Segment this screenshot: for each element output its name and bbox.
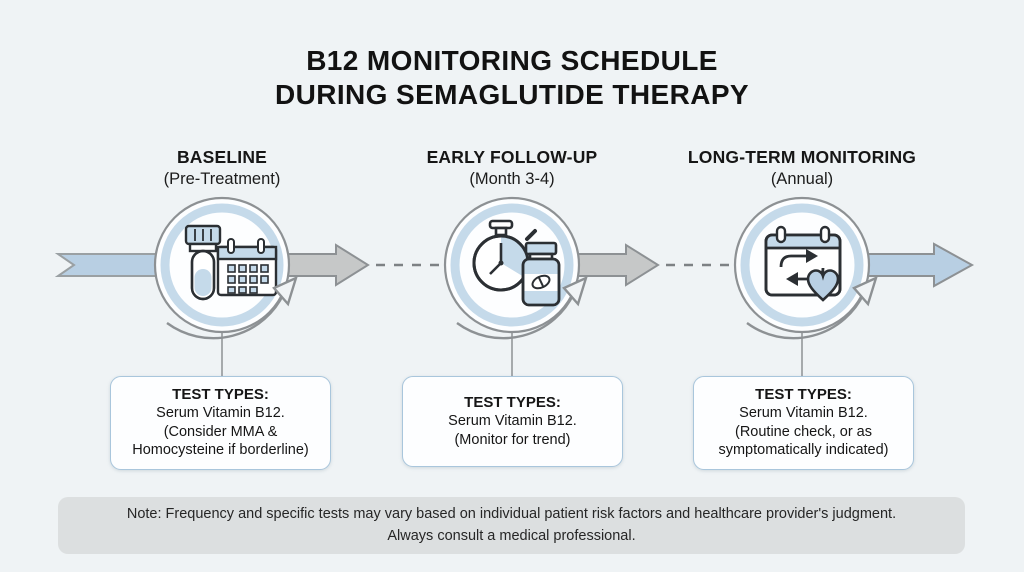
- disclaimer-line2: Always consult a medical professional.: [387, 527, 636, 544]
- blood-sample-calendar-icon: [184, 224, 278, 301]
- stage-node-long-term: [733, 196, 871, 334]
- timeline-start-ribbon: [54, 253, 159, 277]
- test-box-line: Serum Vitamin B12.: [739, 405, 868, 422]
- test-box-early-follow-up: TEST TYPES: Serum Vitamin B12. (Monitor …: [402, 376, 623, 467]
- test-box-line: (Consider MMA &: [163, 423, 278, 440]
- stage-label: LONG-TERM MONITORING: [687, 147, 917, 167]
- test-box-long-term: TEST TYPES: Serum Vitamin B12. (Routine …: [693, 376, 914, 470]
- timeline-graphic: [54, 196, 975, 376]
- stage-header-early-follow-up: EARLY FOLLOW-UP (Month 3-4): [362, 147, 662, 189]
- cycle-arrowheads: [166, 275, 878, 340]
- test-box-heading: TEST TYPES:: [464, 394, 561, 412]
- recurring-calendar-heart-icon: [764, 225, 842, 302]
- stage-node-baseline: [153, 196, 291, 334]
- stage-node-early-follow-up: [443, 196, 581, 334]
- stage-header-baseline: BASELINE (Pre-Treatment): [72, 147, 372, 189]
- test-box-line: (Monitor for trend): [454, 431, 571, 448]
- test-box-line: Homocysteine if borderline): [132, 442, 309, 459]
- page-title-line1: B12 MONITORING SCHEDULE: [306, 45, 718, 76]
- stage-sublabel: (Month 3-4): [469, 170, 555, 188]
- stage-header-long-term: LONG-TERM MONITORING (Annual): [652, 147, 952, 189]
- stage-label: BASELINE: [176, 147, 268, 167]
- test-box-line: symptomatically indicated): [718, 442, 889, 459]
- stopwatch-medication-icon: [472, 219, 561, 307]
- stage-sublabel: (Pre-Treatment): [163, 170, 281, 188]
- test-box-baseline: TEST TYPES: Serum Vitamin B12. (Consider…: [110, 376, 331, 470]
- test-box-line: Serum Vitamin B12.: [448, 413, 577, 430]
- timeline-arrow-2: [571, 243, 660, 287]
- disclaimer-line1: Note: Frequency and specific tests may v…: [126, 506, 897, 523]
- page-title-line2: DURING SEMAGLUTIDE THERAPY: [275, 78, 749, 110]
- test-box-heading: TEST TYPES:: [172, 386, 269, 404]
- stage-label: EARLY FOLLOW-UP: [426, 147, 598, 167]
- stage-sublabel: (Annual): [770, 170, 834, 188]
- disclaimer-note: Note: Frequency and specific tests may v…: [58, 497, 965, 554]
- test-box-heading: TEST TYPES:: [755, 386, 852, 404]
- timeline-arrow-1: [281, 243, 370, 287]
- test-box-line: Serum Vitamin B12.: [156, 405, 285, 422]
- page-title: B12 MONITORING SCHEDULE DURING SEMAGLUTI…: [0, 44, 1024, 111]
- test-box-line: (Routine check, or as: [734, 423, 872, 440]
- timeline-end-arrow: [857, 242, 975, 288]
